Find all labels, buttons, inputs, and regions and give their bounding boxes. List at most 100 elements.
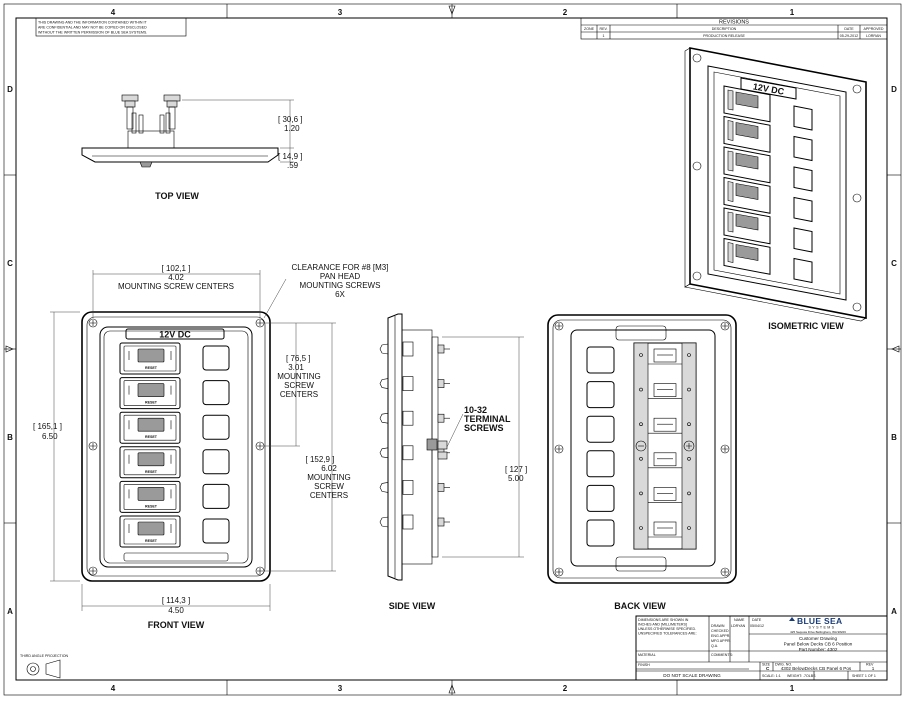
side-rocker-profile — [379, 343, 389, 355]
front-switch-frame — [119, 480, 181, 513]
front-switch-bezel — [123, 518, 177, 545]
front-switch-frame — [119, 411, 181, 444]
iso-rocker — [735, 122, 759, 139]
side-breaker-body — [402, 480, 414, 495]
iso-rocker — [735, 91, 759, 109]
back-label-blank — [586, 346, 615, 374]
back-breaker-body — [653, 417, 677, 432]
tb-size-label: SIZE — [762, 663, 771, 667]
iso-label-blank — [793, 105, 813, 131]
revisions-title: REVISIONS — [719, 20, 749, 26]
top-view-title: TOP VIEW — [155, 191, 199, 201]
tb-date-header: DATE — [752, 618, 762, 622]
zone-col-top-2: 2 — [563, 8, 568, 17]
confidentiality-box: THIS DRAWING AND THE INFORMATION CONTAIN… — [35, 17, 187, 37]
rev-row-rev: 1 — [603, 34, 605, 38]
projection-label: THIRD ANGLE PROJECTION — [20, 654, 69, 658]
sheet-border — [3, 3, 902, 696]
tb-drawn-date: 05/04/12 — [750, 624, 764, 628]
iso-label-blank — [793, 227, 813, 253]
iso-switch-frame — [723, 176, 771, 214]
tb-drawing-title: Customer Drawing — [799, 636, 837, 641]
back-bus-screw — [639, 353, 643, 357]
iso-switches — [723, 85, 771, 275]
side-switch-knobs — [379, 341, 414, 530]
rev-row-description: PRODUCTION RELEASE — [703, 34, 745, 38]
iso-label-blank — [793, 257, 813, 284]
isometric-view-title: ISOMETRIC VIEW — [768, 321, 844, 331]
front-switch-bezel — [123, 380, 177, 406]
terminal-note-1: 10-32 — [464, 405, 487, 415]
mount-width-in: 4.02 — [168, 273, 184, 282]
rev-header-rev: REV. — [599, 27, 607, 31]
tb-role-drawn: DRAWN — [711, 624, 725, 628]
back-bus-screw — [639, 456, 643, 461]
tb-product: Panel Below Decks CB 6 Position — [784, 642, 853, 647]
side-rocker-profile — [379, 516, 389, 528]
back-bus-screw — [687, 526, 691, 530]
zone-row-left-b: B — [7, 433, 13, 442]
front-blank-label — [202, 414, 230, 440]
zone-row-right-a: A — [891, 607, 897, 616]
back-label-blanks — [586, 346, 615, 547]
tb-drawn-name: LDRYAN — [731, 624, 746, 628]
iso-switch-frame — [723, 237, 771, 275]
front-view-title: FRONT VIEW — [148, 620, 205, 630]
top-depth-in: .59 — [287, 161, 299, 170]
tb-brand: BLUE SEA — [797, 616, 842, 626]
side-height-mm: [ 127 ] — [505, 465, 527, 474]
mount-mid-note-2: SCREW — [284, 381, 314, 390]
back-view-title: BACK VIEW — [614, 601, 666, 611]
back-breaker-body — [653, 383, 677, 397]
isometric-view: 12V DC ISOMETRIC VIEW — [684, 47, 867, 331]
front-switch-frame — [119, 342, 181, 375]
mount-width-note: MOUNTING SCREW CENTERS — [118, 282, 234, 291]
tb-size: C — [766, 666, 770, 671]
overall-height-mm: [ 165,1 ] — [33, 422, 62, 431]
side-view-title: SIDE VIEW — [389, 601, 436, 611]
iso-switch-side — [727, 120, 734, 141]
front-switch-reset-label: RESET — [145, 401, 158, 405]
terminal-note-3: SCREWS — [464, 423, 504, 433]
tb-brand-sub: SYSTEMS — [809, 626, 836, 630]
iso-switch-side — [727, 242, 734, 263]
back-bus-screw — [639, 422, 643, 427]
tb-rev: 1 — [872, 666, 875, 671]
iso-label-blanks — [793, 105, 813, 284]
front-label-blanks — [202, 345, 230, 544]
side-breaker-body — [402, 341, 414, 357]
iso-label-blank — [793, 135, 813, 162]
mount-mid-note-1: MOUNTING — [277, 372, 321, 381]
tb-material: MATERIAL — [638, 653, 656, 657]
tb-note-2: INCHES AND [MILLIMETERS] — [638, 623, 687, 627]
tb-sheet: SHEET 1 OF 1 — [852, 674, 876, 678]
back-label-blank — [586, 484, 615, 512]
zone-row-right-d: D — [891, 85, 897, 94]
side-rocker-profile — [379, 447, 389, 459]
terminal-note-2: TERMINAL — [464, 414, 511, 424]
rev-header-date: DATE — [844, 27, 854, 31]
top-view: [ 30,6 ] 1.20 [ 14,9 ] .59 TOP VIEW — [81, 94, 302, 201]
tb-note-1: DIMENSIONS ARE SHOWN IN — [638, 618, 689, 622]
front-switch-reset-label: RESET — [145, 504, 158, 508]
front-blank-label — [202, 483, 230, 509]
iso-switch-frame — [723, 146, 771, 184]
tb-note-3: UNLESS OTHERWISE SPECIFIED. — [638, 627, 696, 631]
tb-rev-label: REV — [866, 663, 874, 667]
front-switch-bezel — [123, 449, 177, 476]
side-height-in: 5.00 — [508, 474, 524, 483]
clearance-note-3: MOUNTING SCREWS — [300, 281, 381, 290]
front-blank-label — [202, 518, 230, 544]
front-blank-label — [202, 380, 230, 406]
iso-rocker — [735, 183, 759, 200]
back-bus-screw — [639, 526, 643, 530]
front-switch-reset-label: RESET — [145, 539, 158, 543]
zone-row-left-d: D — [7, 85, 13, 94]
back-bus-screw — [639, 491, 643, 496]
zone-col-bottom-2: 2 — [563, 684, 568, 693]
iso-label-blank — [793, 166, 813, 192]
back-breaker-body — [653, 348, 677, 363]
front-switch-frame — [119, 446, 181, 479]
